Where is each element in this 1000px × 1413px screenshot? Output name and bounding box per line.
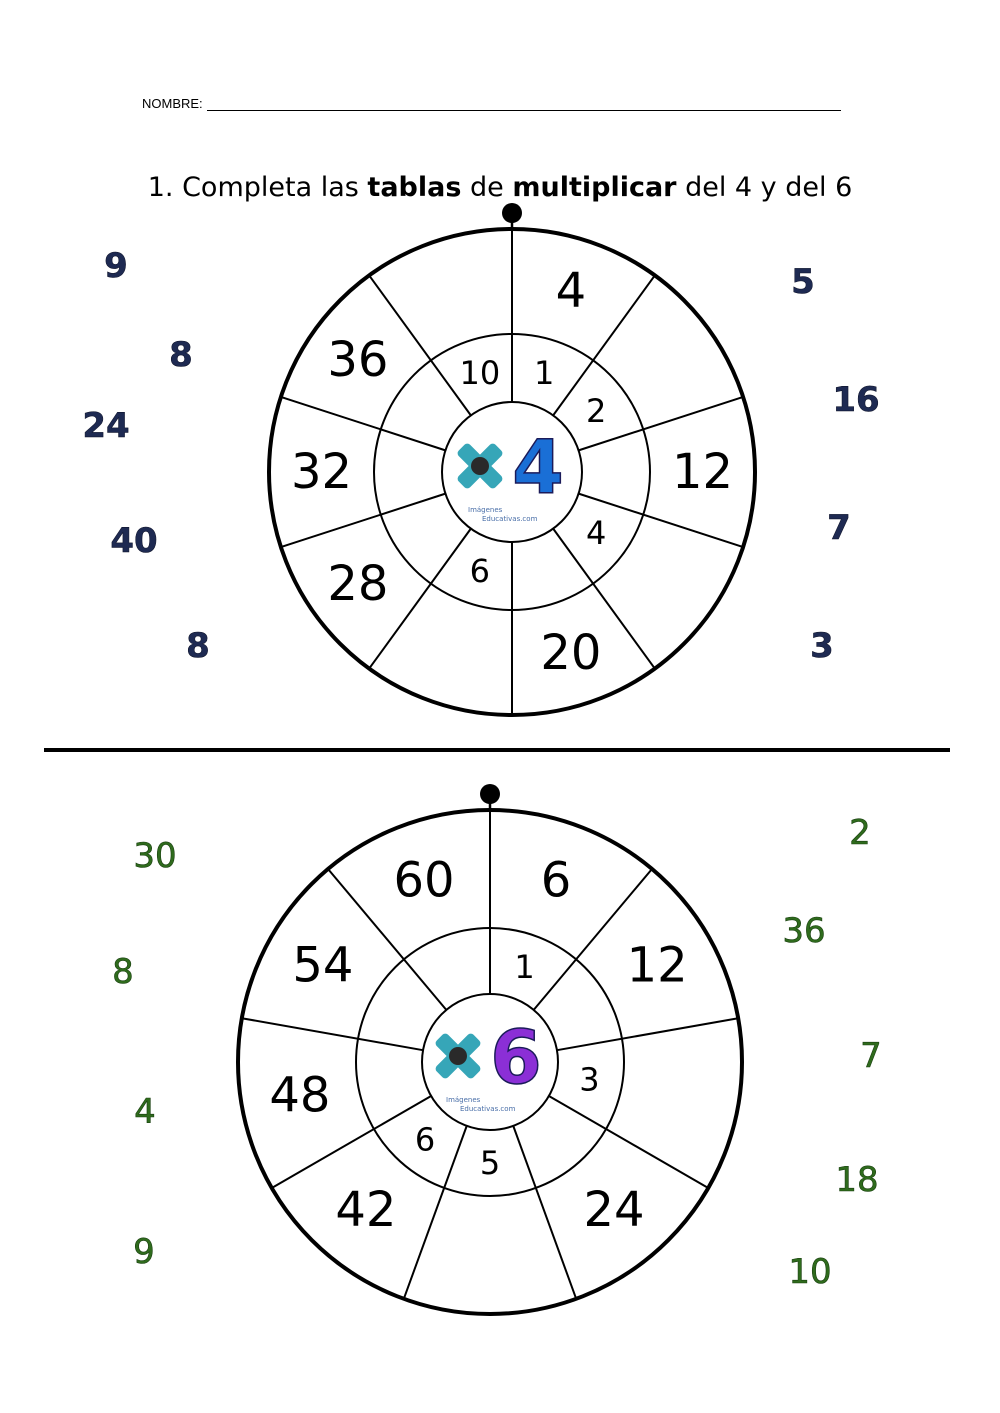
wheel-6-multiplier: 6 [490, 1015, 542, 1101]
wheel-6-left-answer[interactable]: 30 [133, 836, 177, 877]
wheel-6-outer-number[interactable]: 6 [541, 853, 572, 909]
section-divider [44, 748, 950, 752]
wheel-6-inner-number[interactable]: 6 [415, 1120, 435, 1158]
wheel-4-right-answer[interactable]: 5 [791, 262, 815, 303]
wheel-6-right-answer[interactable]: 7 [860, 1036, 882, 1077]
wheel-4-outer-number[interactable]: 20 [540, 625, 601, 681]
wheel-4-spoke [280, 395, 446, 452]
wheel-4-spoke [368, 528, 472, 670]
wheel-4-inner-number[interactable]: 10 [460, 354, 501, 392]
wheel-4-outer-number[interactable]: 12 [672, 444, 733, 500]
wheel-6-inner-number[interactable]: 3 [579, 1061, 599, 1099]
wheel-4-right-answer[interactable]: 3 [810, 626, 834, 667]
name-field: NOMBRE: [142, 96, 841, 111]
wheel-4-inner-number[interactable]: 4 [586, 514, 606, 552]
wheel-4-pointer-dot [502, 203, 522, 223]
wheel-6-inner-number[interactable]: 5 [480, 1144, 500, 1182]
wheel-6-spoke [271, 1095, 432, 1189]
wheel-6-spoke [402, 1125, 468, 1300]
wheel-6-right-answer[interactable]: 36 [782, 911, 826, 952]
wheel-6-outer-number[interactable]: 24 [584, 1182, 645, 1238]
wheel-6-outer-number[interactable]: 12 [627, 938, 688, 994]
wheel-6-left-answer[interactable]: 4 [134, 1092, 156, 1133]
wheel-4-left-answer[interactable]: 9 [104, 246, 128, 287]
wheel-4-outer-number[interactable]: 4 [556, 263, 587, 319]
wheel-6-outer-number[interactable]: 60 [393, 853, 454, 909]
name-label: NOMBRE: [142, 96, 203, 111]
wheel-6-spoke [548, 1095, 709, 1189]
wheel-6-right-answer[interactable]: 10 [788, 1252, 832, 1293]
wheel-4-inner-number[interactable]: 2 [586, 392, 606, 430]
wheel-4-inner-number[interactable]: 6 [470, 552, 490, 590]
wheel-4-left-answer[interactable]: 8 [169, 335, 193, 376]
wheel-6-spoke [327, 868, 448, 1011]
wheel-4-left-answer[interactable]: 8 [186, 626, 210, 667]
wheel-4-spoke [280, 492, 446, 549]
logo-text: Imágenes [468, 506, 503, 514]
wheel-4-spoke [578, 492, 744, 549]
wheel-6-outer-number[interactable]: 42 [335, 1182, 396, 1238]
wheel-6-spoke [241, 1017, 424, 1052]
multiply-icon [435, 1033, 481, 1079]
wheel-4-right-answer[interactable]: 7 [827, 508, 851, 549]
wheel-6-right-answer[interactable]: 2 [849, 813, 871, 854]
wheel-4-spoke [552, 274, 656, 416]
multiply-icon [457, 443, 503, 489]
wheel-6-inner-number[interactable]: 1 [514, 948, 534, 986]
name-line[interactable] [206, 96, 841, 111]
wheel-6-spoke [532, 868, 653, 1011]
wheel-4-left-answer[interactable]: 40 [110, 521, 158, 562]
wheel-6-left-answer[interactable]: 8 [112, 952, 134, 993]
wheel-6-outer-number[interactable]: 54 [292, 938, 353, 994]
wheel-6-spoke [556, 1017, 739, 1052]
wheel-6-spoke [512, 1125, 578, 1300]
wheel-4-spoke [368, 274, 472, 416]
page-title: 1. Completa las tablas de multiplicar de… [147, 172, 853, 203]
logo-text: Educativas.com [460, 1105, 516, 1113]
logo-text: Imágenes [446, 1096, 481, 1104]
wheel-4-outer-number[interactable]: 28 [327, 556, 388, 612]
wheel-6-left-answer[interactable]: 9 [133, 1232, 155, 1273]
wheel-4-spoke [578, 395, 744, 452]
wheel-6-right-answer[interactable]: 18 [835, 1160, 879, 1201]
wheel-4-outer-number[interactable]: 32 [291, 444, 352, 500]
logo-text: Educativas.com [482, 515, 538, 523]
wheel-4-left-answer[interactable]: 24 [82, 406, 130, 447]
wheel-4-inner-number[interactable]: 1 [534, 354, 554, 392]
wheel-6-pointer-dot [480, 784, 500, 804]
wheel-4-right-answer[interactable]: 16 [832, 380, 880, 421]
wheel-4-spoke [552, 528, 656, 670]
wheel-4-multiplier: 4 [512, 425, 564, 511]
wheel-4-outer-number[interactable]: 36 [327, 332, 388, 388]
wheel-6-outer-number[interactable]: 48 [269, 1068, 330, 1124]
